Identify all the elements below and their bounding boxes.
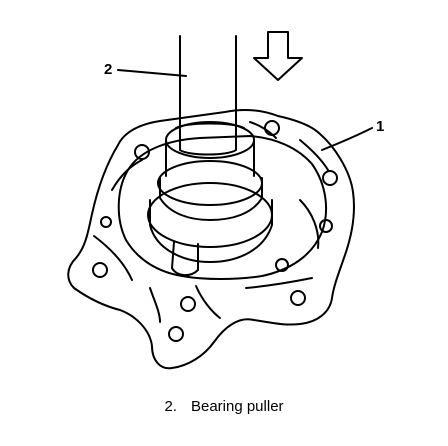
caption-number: 2.	[164, 398, 177, 415]
bolt-hole	[180, 296, 196, 312]
bolt-hole	[319, 219, 333, 233]
flange-rib	[249, 121, 329, 171]
flange-inner-rim	[117, 135, 328, 280]
leader-line-1	[321, 127, 373, 151]
bearing-collar-lip	[175, 122, 245, 129]
puller-shaft	[179, 35, 237, 151]
bearing-boss-body	[149, 199, 273, 263]
bolt-hole	[264, 120, 280, 136]
bolt-hole	[100, 216, 112, 228]
housing-flange	[67, 108, 356, 370]
bolt-hole	[275, 258, 289, 272]
bearing-collar-body	[159, 177, 263, 221]
leader-line-2	[117, 69, 187, 77]
bolt-hole	[322, 170, 338, 186]
bolt-hole	[92, 262, 108, 278]
bolt-hole	[168, 326, 184, 342]
figure-caption: 2. Bearing puller	[0, 398, 448, 415]
caption-text: Bearing puller	[190, 398, 284, 415]
flange-rib	[111, 159, 313, 289]
callout-label-housing: 1	[376, 118, 385, 135]
bearing-boss-base	[147, 182, 273, 248]
callout-label-puller: 2	[104, 61, 113, 78]
bearing-collar-wall	[165, 139, 255, 177]
puller-shaft-base	[179, 149, 237, 156]
down-arrow-icon	[253, 31, 303, 81]
flange-rib	[93, 199, 320, 281]
flange-rib	[149, 285, 221, 323]
flange-rib	[171, 241, 199, 276]
bolt-hole	[290, 290, 306, 306]
